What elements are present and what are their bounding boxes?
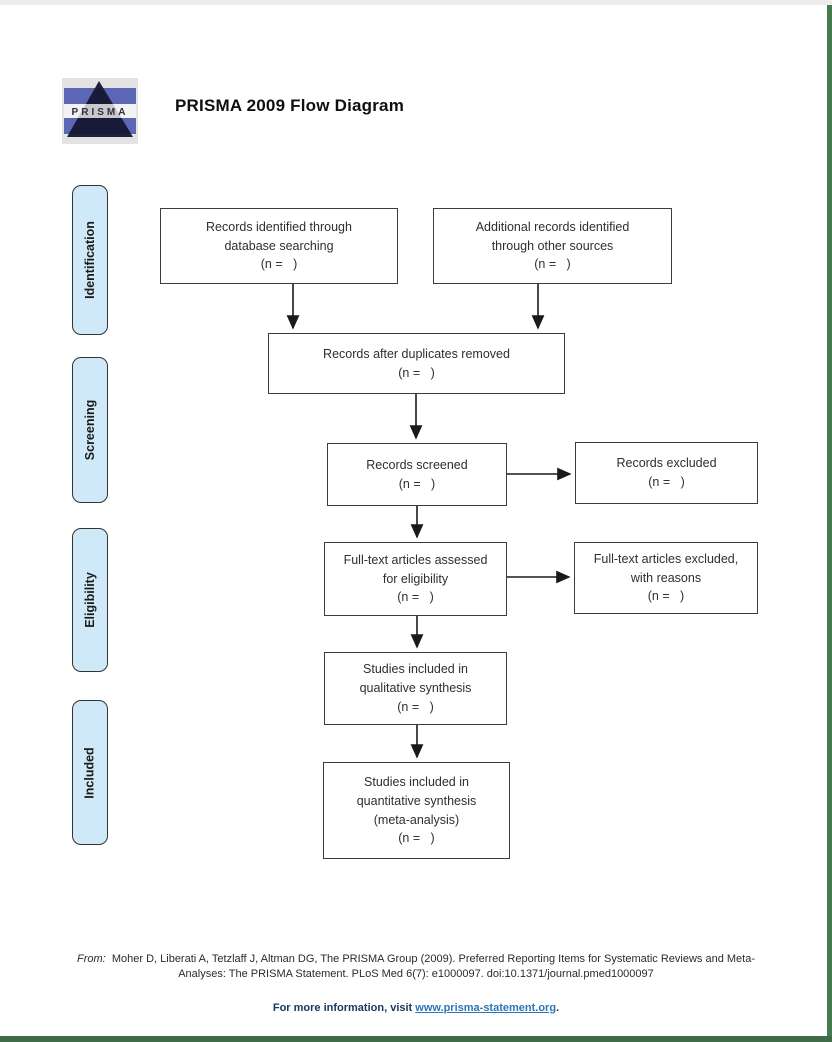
phase-label-text: Included — [83, 746, 97, 799]
box-fulltext-excluded: Full-text articles excluded, with reason… — [574, 542, 758, 614]
citation-line1: Moher D, Liberati A, Tetzlaff J, Altman … — [111, 953, 755, 965]
right-page-border — [827, 5, 832, 1042]
box-qualitative-synthesis: Studies included in qualitative synthesi… — [324, 652, 507, 725]
more-info-line: For more information, visit www.prisma-s… — [0, 1002, 832, 1014]
logo-text: PRISMA — [72, 107, 129, 118]
top-edge-strip — [0, 0, 832, 5]
prisma-logo: PRISMA — [62, 78, 138, 144]
box-additional-records: Additional records identified through ot… — [433, 208, 672, 284]
phase-label-text: Screening — [83, 399, 97, 461]
phase-label-screening: Screening — [72, 357, 108, 503]
info-prefix: For more information, visit — [272, 1002, 416, 1014]
citation-from-label: From: — [77, 953, 112, 965]
page-title: PRISMA 2009 Flow Diagram — [175, 96, 405, 115]
box-duplicates-removed: Records after duplicates removed (n = ) — [268, 333, 565, 394]
box-records-screened: Records screened (n = ) — [327, 443, 507, 506]
box-records-excluded: Records excluded (n = ) — [575, 442, 758, 504]
bottom-page-border — [0, 1036, 832, 1042]
phase-label-text: Eligibility — [83, 572, 97, 628]
phase-label-included: Included — [72, 700, 108, 845]
phase-label-identification: Identification — [72, 185, 108, 335]
box-records-identified: Records identified through database sear… — [160, 208, 398, 284]
phase-label-eligibility: Eligibility — [72, 528, 108, 672]
info-suffix: . — [556, 1002, 560, 1014]
citation: From: Moher D, Liberati A, Tetzlaff J, A… — [40, 952, 792, 983]
box-quantitative-synthesis: Studies included in quantitative synthes… — [323, 762, 510, 859]
citation-line2: Analyses: The PRISMA Statement. PLoS Med… — [178, 968, 654, 981]
box-fulltext-assessed: Full-text articles assessed for eligibil… — [324, 542, 507, 616]
phase-label-text: Identification — [83, 221, 97, 299]
prisma-statement-link[interactable]: www.prisma-statement.org — [415, 1002, 557, 1014]
